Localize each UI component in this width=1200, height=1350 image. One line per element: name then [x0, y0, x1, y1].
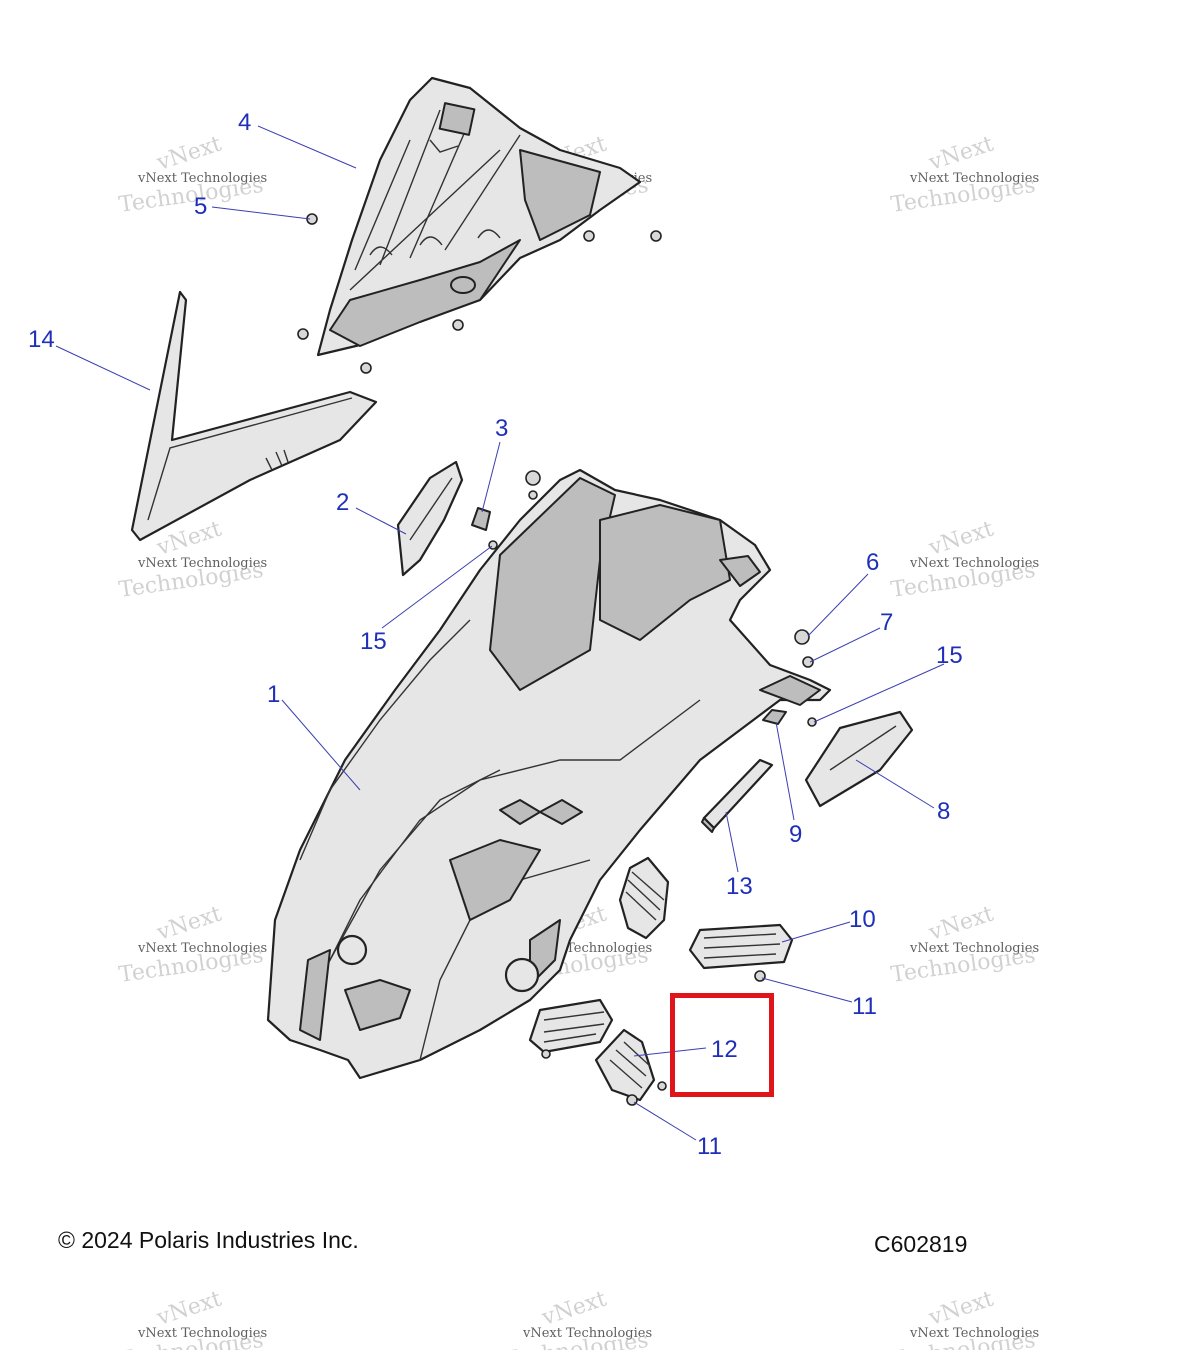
callout-labels: 4 5 14 2 3 15 1 6 7 15 8 9 13 10 11 12 1…	[28, 109, 963, 1160]
callout-11-lower: 11	[697, 1133, 722, 1160]
callout-2: 2	[336, 489, 349, 516]
copyright-text: © 2024 Polaris Industries Inc.	[58, 1227, 359, 1253]
callout-4: 4	[238, 109, 251, 136]
part-side-panel	[130, 290, 378, 542]
watermark-text: vNext Technologies	[522, 1326, 652, 1341]
screw-group-5	[297, 213, 662, 374]
part-bracket-2	[396, 460, 464, 577]
watermark-vnext: vNext	[153, 1287, 225, 1332]
callout-1: 1	[267, 681, 280, 708]
callout-15-left: 15	[360, 628, 387, 655]
watermark-text: vNext Technologies	[909, 941, 1039, 956]
watermark-vnext: vNext	[153, 132, 225, 177]
highlight-box	[670, 993, 774, 1097]
watermark-vnext: vNext	[538, 1287, 610, 1332]
watermark-text: vNext Technologies	[909, 1326, 1039, 1341]
watermark-text: vNext Technologies	[909, 171, 1039, 186]
watermark-vnext: vNext	[925, 517, 997, 562]
watermark-text: vNext Technologies	[137, 171, 267, 186]
callout-14: 14	[28, 326, 55, 353]
part-clip-9	[762, 709, 787, 725]
figure-code: C602819	[874, 1231, 968, 1257]
part-grille-12	[528, 998, 667, 1106]
hardware-6-7	[488, 470, 817, 727]
callout-15-right: 15	[936, 642, 963, 669]
watermark-text: vNext Technologies	[137, 556, 267, 571]
part-strip-13	[701, 758, 774, 833]
callout-6: 6	[866, 549, 879, 576]
watermark-text: vNext Technologies	[137, 1326, 267, 1341]
watermark-text: vNext Technologies	[909, 556, 1039, 571]
callout-12: 12	[711, 1036, 738, 1063]
callout-3: 3	[495, 415, 508, 442]
callout-8: 8	[937, 798, 950, 825]
callout-7: 7	[880, 609, 893, 636]
watermark-vnext: vNext	[925, 902, 997, 947]
part-hood	[266, 468, 832, 1080]
part-side-cover-8	[804, 710, 914, 808]
callout-9: 9	[789, 821, 802, 848]
part-clip-3	[471, 507, 491, 531]
part-windshield	[316, 76, 642, 357]
callout-11-upper: 11	[852, 993, 877, 1020]
watermark-text: vNext Technologies	[137, 941, 267, 956]
leader-lines	[55, 125, 945, 1141]
watermark-vnext: vNext	[925, 132, 997, 177]
watermark-vnext: vNext	[153, 902, 225, 947]
callout-13: 13	[726, 873, 753, 900]
callout-10: 10	[849, 906, 876, 933]
watermark-vnext: vNext	[925, 1287, 997, 1332]
callout-5: 5	[194, 193, 207, 220]
